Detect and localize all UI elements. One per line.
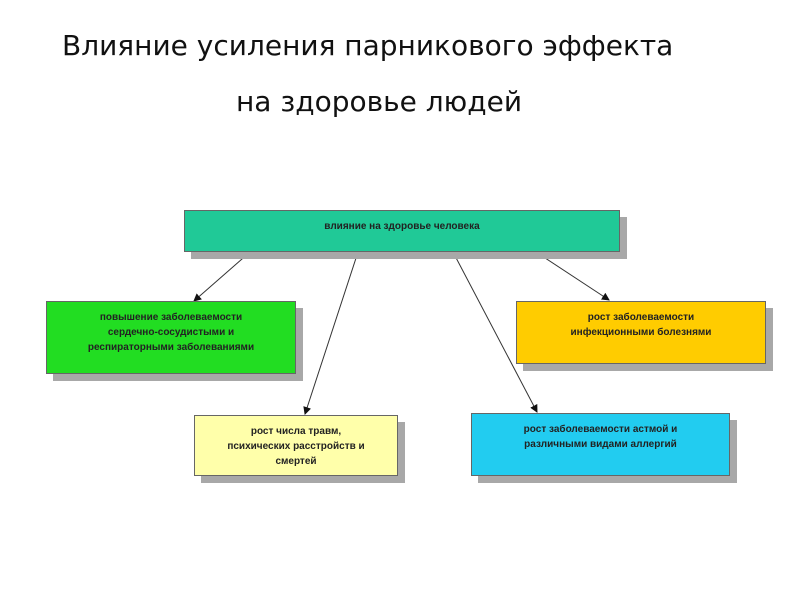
node-line: респираторными заболеваниями bbox=[87, 342, 255, 353]
node-line: смертей bbox=[275, 456, 317, 467]
arrow-to-green bbox=[193, 251, 251, 302]
node-line: рост заболеваемости bbox=[587, 312, 695, 323]
node-asthma-allergy: рост заболеваемости астмой и различными … bbox=[471, 413, 730, 476]
arrow-to-orange bbox=[535, 251, 610, 301]
node-line: рост заболеваемости астмой и bbox=[523, 424, 678, 435]
node-line: рост числа травм, bbox=[250, 426, 342, 437]
page-title-line-2: на здоровье людей bbox=[236, 85, 523, 118]
page-title-line-1: Влияние усиления парникового эффекта bbox=[62, 29, 674, 62]
node-line: сердечно-сосудистыми и bbox=[107, 327, 235, 338]
node-line: психических расстройств и bbox=[227, 441, 365, 452]
node-cardio-respiratory: повышение заболеваемости сердечно-сосуди… bbox=[46, 301, 296, 374]
node-line: различными видами аллергий bbox=[524, 439, 677, 450]
node-injuries: рост числа травм, психических расстройст… bbox=[194, 415, 398, 476]
node-line: повышение заболеваемости bbox=[99, 312, 243, 323]
root-node-label: влияние на здоровье человека bbox=[324, 221, 480, 232]
arrow-to-yellow bbox=[303, 251, 359, 415]
node-infectious: рост заболеваемости инфекционными болезн… bbox=[516, 301, 766, 364]
node-line: инфекционными болезнями bbox=[570, 327, 712, 338]
root-node: влияние на здоровье человека bbox=[184, 210, 620, 252]
